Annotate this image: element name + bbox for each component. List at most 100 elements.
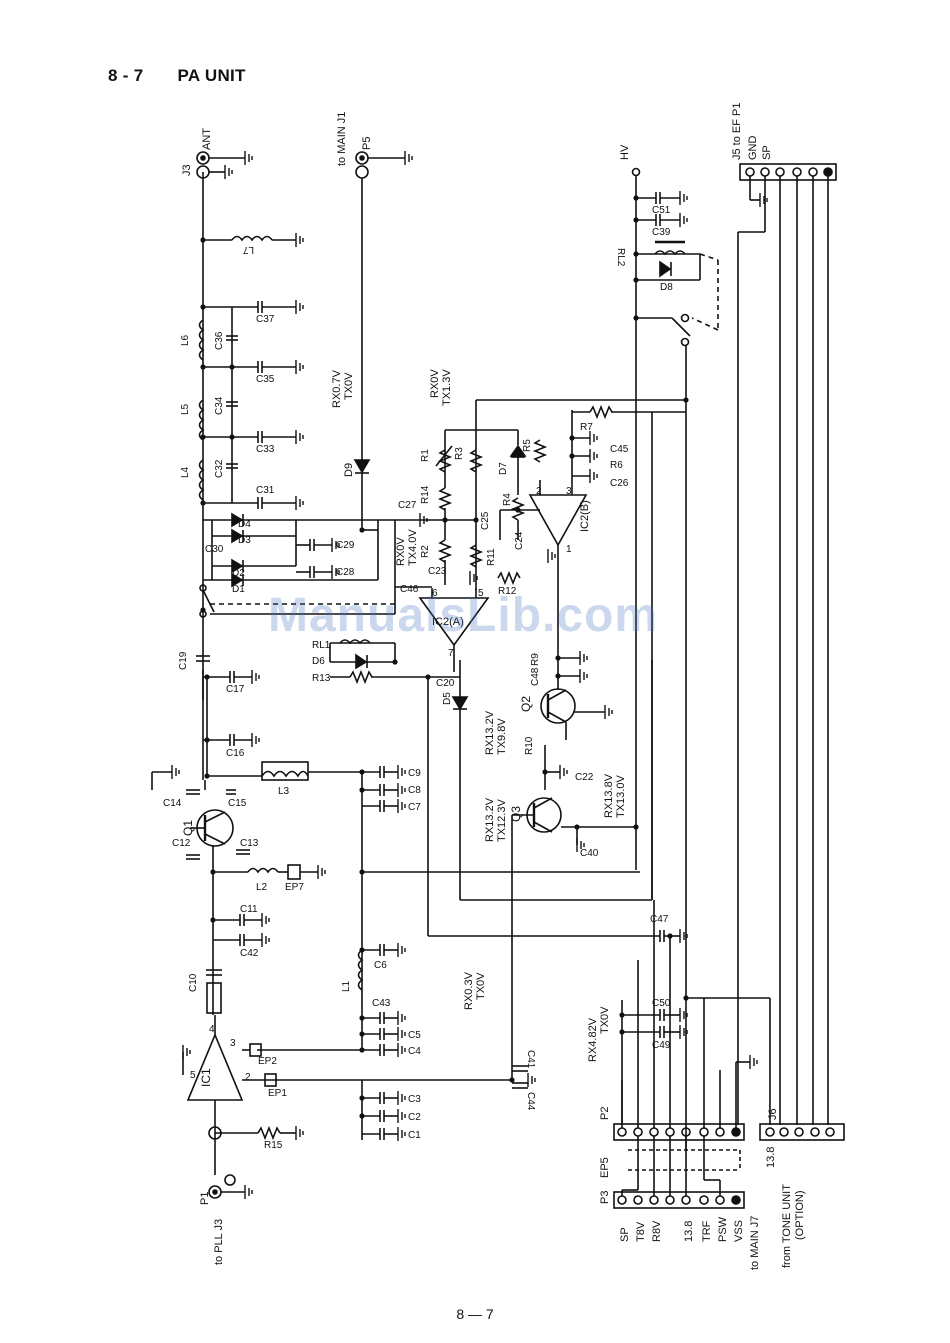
- c8-label: C8: [408, 785, 421, 796]
- lowpass-filter: [198, 306, 258, 504]
- d1-label: D1: [232, 584, 245, 595]
- ic2a-label: IC2(A): [432, 616, 464, 628]
- c24-label: C24: [514, 531, 525, 550]
- voltage-rx132-a: RX13.2V: [484, 710, 496, 755]
- j6-138-label: 13.8: [765, 1147, 777, 1168]
- pin-trf-label: TRF: [701, 1220, 713, 1242]
- l1-label: L1: [341, 980, 352, 992]
- p2-label: P2: [599, 1107, 611, 1120]
- voltage-tx0v-c: TX0V: [599, 1006, 611, 1034]
- voltage-rx0v-b: RX0V: [395, 537, 407, 566]
- r12-label: R12: [498, 586, 517, 597]
- c22-label: C22: [575, 772, 594, 783]
- rl1-label: RL1: [312, 640, 331, 651]
- ic2-resistors: [435, 439, 548, 586]
- c19-label: C19: [178, 651, 189, 670]
- ant-connector-j3: [196, 151, 245, 179]
- decoupling-caps-c7-c9: [379, 766, 398, 812]
- inductor-l5: [198, 399, 205, 441]
- c27-label: C27: [398, 500, 417, 511]
- inductor-l2: [247, 867, 279, 874]
- section-title: PA UNIT: [177, 66, 246, 85]
- r2-label: R2: [420, 545, 431, 558]
- c49-label: C49: [652, 1040, 671, 1051]
- ic1-pin2: 2: [245, 1072, 251, 1083]
- c32-label: C32: [214, 459, 225, 478]
- r15-label: R15: [264, 1140, 283, 1151]
- voltage-rx0v-a: RX0V: [429, 369, 441, 398]
- c47-label: C47: [650, 914, 669, 925]
- c14-label: C14: [163, 798, 182, 809]
- p3-connector: [613, 1191, 745, 1209]
- c31-label: C31: [256, 485, 275, 496]
- c51-label: C51: [652, 205, 671, 216]
- l6-label: L6: [180, 334, 191, 346]
- c36-label: C36: [214, 331, 225, 350]
- ep1-label: EP1: [268, 1088, 287, 1099]
- q3-label: Q3: [509, 806, 523, 822]
- section-number: 8 - 7: [108, 66, 144, 85]
- c25-label: C25: [480, 511, 491, 530]
- ic1-pin4: 4: [209, 1024, 215, 1035]
- ic2a-pin6: 6: [432, 588, 438, 599]
- resistor-r15: [257, 1125, 281, 1141]
- rf-chain-wires: [182, 172, 640, 1175]
- pin-r8v-label: R8V: [651, 1220, 663, 1242]
- r9-label: R9: [530, 653, 541, 666]
- page-number: 8 — 7: [456, 1306, 494, 1322]
- c1-label: C1: [408, 1130, 421, 1141]
- l5-label: L5: [180, 403, 191, 415]
- c9-label: C9: [408, 768, 421, 779]
- d9-label: D9: [343, 463, 355, 477]
- ic1-pin3: 3: [230, 1038, 236, 1049]
- pin-vss-label: VSS: [733, 1220, 745, 1242]
- l7-label: L7: [242, 244, 254, 255]
- from-tone-unit-label: from TONE UNIT: [781, 1184, 793, 1268]
- voltage-tx0v-b: TX0V: [475, 972, 487, 1000]
- ep7-label: EP7: [285, 882, 304, 893]
- r13-label: R13: [312, 673, 331, 684]
- c41-label: C41: [525, 1050, 536, 1069]
- voltage-tx123: TX12.3V: [496, 799, 508, 842]
- voltage-tx13: TX1.3V: [441, 369, 453, 406]
- relay-rl1: [199, 584, 396, 670]
- p3-label: P3: [599, 1191, 611, 1204]
- ep2-label: EP2: [258, 1056, 277, 1067]
- ep7-pad: [287, 864, 301, 880]
- j5-label: J5 to EF P1: [731, 103, 743, 160]
- c10-label: C10: [188, 973, 199, 992]
- ep1-pad: [264, 1073, 277, 1087]
- c15-label: C15: [228, 798, 247, 809]
- r14-label: R14: [420, 485, 431, 504]
- transistor-q1: [190, 809, 234, 847]
- shunt-caps-filter: [257, 301, 296, 509]
- c5-label: C5: [408, 1030, 421, 1041]
- c34-label: C34: [214, 396, 225, 415]
- page-title: 8 - 7 PA UNIT: [108, 66, 246, 86]
- c7-label: C7: [408, 802, 421, 813]
- l3-label: L3: [278, 786, 290, 797]
- l4-label: L4: [180, 466, 191, 478]
- q2-label: Q2: [519, 696, 533, 712]
- c4-label: C4: [408, 1046, 421, 1057]
- c3-label: C3: [408, 1094, 421, 1105]
- c35-label: C35: [256, 374, 275, 385]
- c20-label: C20: [436, 678, 455, 689]
- voltage-tx0v-a: TX0V: [343, 372, 355, 400]
- ic2b-pin2: 2: [536, 486, 542, 497]
- rl2-label: RL2: [615, 248, 626, 267]
- pin-psw-label: PSW: [717, 1216, 729, 1242]
- junction-dots: [200, 195, 689, 1119]
- j6-connector: [759, 1123, 845, 1141]
- c46-label: C46: [400, 584, 419, 595]
- c42-label: C42: [240, 948, 259, 959]
- c30-label: C30: [205, 544, 224, 555]
- c48-label: C48: [530, 667, 541, 686]
- c17-label: C17: [226, 684, 245, 695]
- c37-label: C37: [256, 314, 275, 325]
- main-j1-line: [353, 151, 405, 531]
- r7-label: R7: [580, 422, 593, 433]
- supply-decoupling: [357, 944, 398, 1140]
- gnd-label: GND: [747, 136, 759, 161]
- pin-138-label: 13.8: [683, 1221, 695, 1242]
